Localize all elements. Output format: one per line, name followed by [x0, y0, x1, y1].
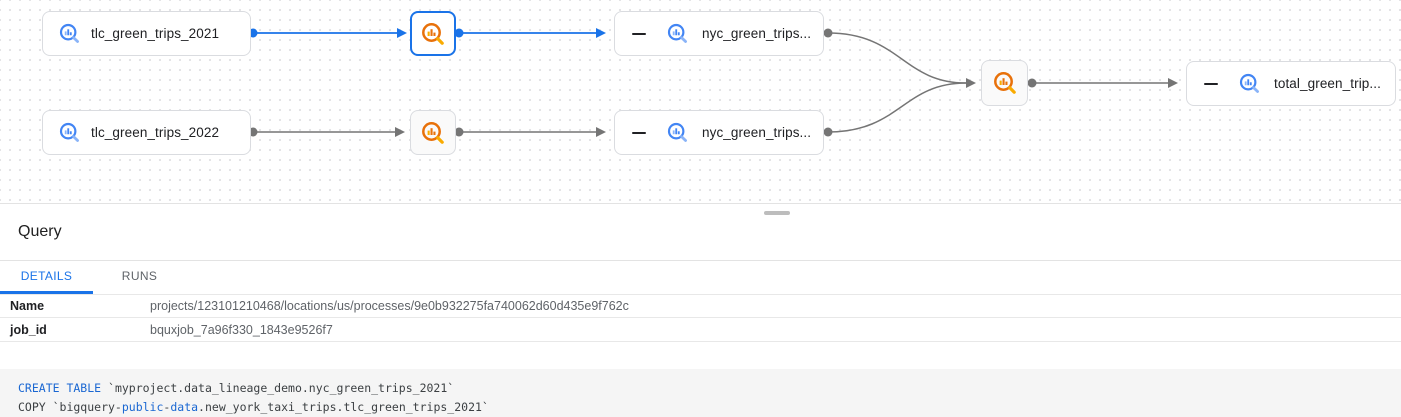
- node-nyc-green-trips-2021[interactable]: nyc_green_trips...: [614, 11, 824, 56]
- lineage-graph-canvas[interactable]: tlc_green_trips_2021 tlc_green_trips_202…: [0, 0, 1401, 204]
- bigquery-job-icon: [993, 72, 1016, 94]
- row-value: projects/123101210468/locations/us/proce…: [150, 299, 629, 313]
- node-tlc-green-trips-2022[interactable]: tlc_green_trips_2022: [42, 110, 251, 155]
- collapse-icon[interactable]: [632, 131, 646, 134]
- tab-details[interactable]: DETAILS: [0, 261, 93, 294]
- bigquery-job-icon: [422, 22, 444, 45]
- node-label: nyc_green_trips...: [702, 125, 812, 140]
- node-label: total_green_trip...: [1274, 76, 1381, 91]
- tab-bar: DETAILS RUNS: [0, 261, 1401, 294]
- node-nyc-green-trips-2022[interactable]: nyc_green_trips...: [614, 110, 824, 155]
- row-key: job_id: [10, 322, 47, 337]
- tab-runs[interactable]: RUNS: [121, 269, 158, 283]
- process-node-selected[interactable]: [410, 11, 456, 56]
- table-row-job-id: job_id bquxjob_7a96f330_1843e9526f7: [0, 318, 1401, 342]
- process-node-merge[interactable]: [981, 60, 1028, 106]
- sql-code-block: CREATE TABLE `myproject.data_lineage_dem…: [0, 369, 1401, 417]
- bigquery-table-icon: [59, 23, 79, 43]
- row-value: bquxjob_7a96f330_1843e9526f7: [150, 322, 333, 337]
- details-table: Name projects/123101210468/locations/us/…: [0, 294, 1401, 342]
- table-row-name: Name projects/123101210468/locations/us/…: [0, 294, 1401, 318]
- bigquery-table-icon: [1239, 73, 1259, 93]
- node-label: tlc_green_trips_2022: [91, 125, 220, 140]
- bigquery-table-icon: [667, 23, 687, 43]
- bigquery-table-icon: [59, 122, 79, 142]
- sql-line-1: CREATE TABLE `myproject.data_lineage_dem…: [18, 381, 455, 395]
- lineage-edges: [248, 28, 1178, 137]
- row-key: Name: [10, 299, 45, 313]
- node-label: tlc_green_trips_2021: [91, 26, 220, 41]
- panel-resize-handle[interactable]: [764, 211, 790, 215]
- node-tlc-green-trips-2021[interactable]: tlc_green_trips_2021: [42, 11, 251, 56]
- process-node[interactable]: [410, 110, 456, 155]
- collapse-icon[interactable]: [1204, 82, 1218, 85]
- collapse-icon[interactable]: [632, 32, 646, 35]
- node-label: nyc_green_trips...: [702, 26, 812, 41]
- divider: [0, 260, 1401, 261]
- node-total-green-trips[interactable]: total_green_trip...: [1186, 61, 1396, 106]
- bigquery-table-icon: [667, 122, 687, 142]
- panel-title: Query: [18, 223, 62, 240]
- sql-line-2: COPY `bigquery-public-data.new_york_taxi…: [18, 400, 489, 414]
- bigquery-job-icon: [422, 121, 444, 144]
